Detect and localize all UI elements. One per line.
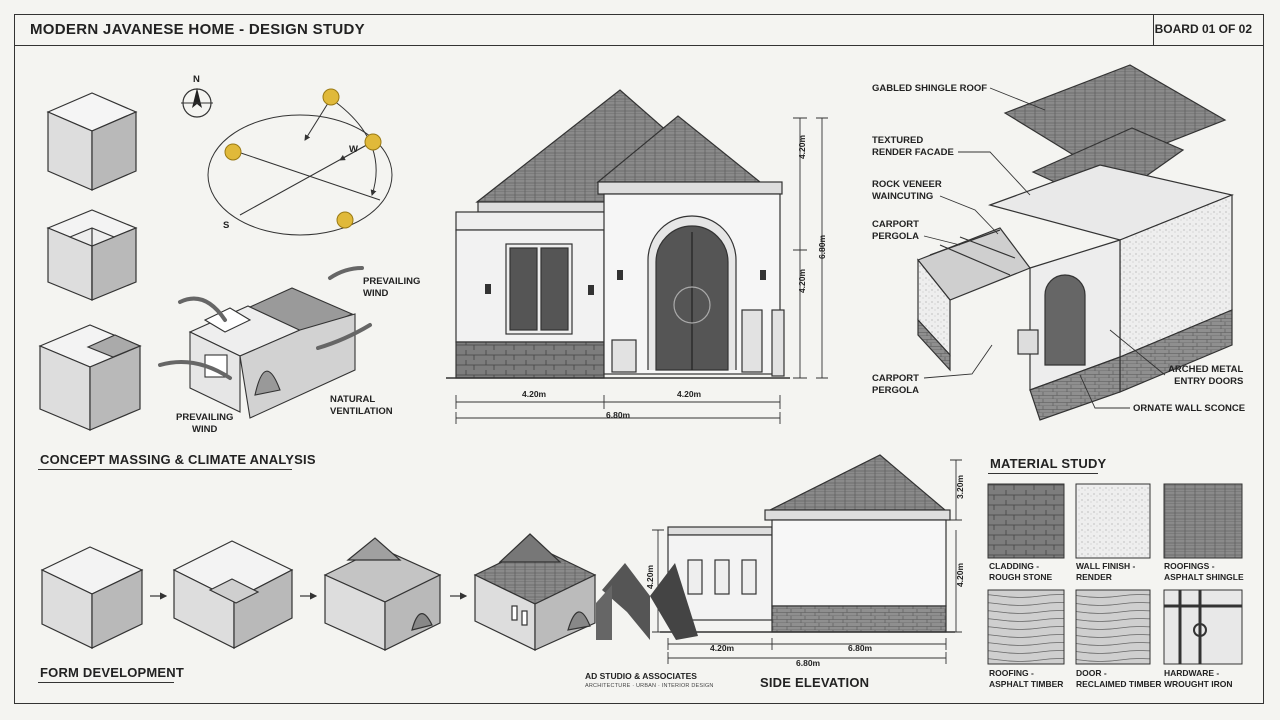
section-title-form: FORM DEVELOPMENT [40,665,185,680]
material-swatches [987,483,1243,665]
studio-tagline: ARCHITECTURE · URBAN · INTERIOR DESIGN [585,683,714,689]
section-underline-form [38,682,174,683]
front-dim-total: 6.80m [606,410,631,420]
material-label-render: WALL FINISH - RENDER [1076,561,1136,582]
label-rock-veneer: ROCK VENEER WAINCUTING [872,179,942,202]
form-step-3 [323,537,442,651]
label-roof: GABLED SHINGLE ROOF [872,83,988,94]
front-elevation [446,89,790,379]
label-wall-sconce: ORNATE WALL SCONCE [1133,403,1246,414]
section-title-side: SIDE ELEVATION [760,675,870,690]
header-divider [1153,14,1154,46]
sun-icon [224,88,382,229]
board-number: BOARD 01 OF 02 [1154,22,1252,36]
section-underline-material [988,473,1098,474]
front-dim-vertical-total: 6.80m [817,234,828,260]
label-entry-doors: ARCHED METAL ENTRY DOORS [1168,364,1244,387]
wall-sconce-icon [485,270,766,295]
material-label-shingle: ROOFINGS - ASPHALT SHINGLE [1164,561,1244,582]
label-carport-bottom: CARPORT PERGOLA [872,373,919,396]
material-label-stone: CLADDING - ROUGH STONE [989,561,1053,582]
side-dimension-lines [652,459,962,664]
front-dim-vertical-lower: 4.20m [797,268,808,294]
form-step-1 [40,546,144,649]
header-bar [14,14,1264,46]
label-carport-top: CARPORT PERGOLA [872,219,919,242]
front-dim-left: 4.20m [522,389,547,399]
side-dim-right: 6.80m [848,643,873,653]
front-dim-vertical-upper: 4.20m [797,134,808,160]
axon-leader-lines [923,87,1166,409]
form-step-4 [473,533,597,651]
front-dim-right: 4.20m [677,389,702,399]
massing-cube-1 [46,92,138,191]
massing-cube-2 [46,209,138,301]
compass-north: N [193,74,200,85]
axonometric-view [917,64,1235,421]
studio-logo-icon [596,563,698,640]
sun-path-diagram [207,97,393,236]
wind-label-top: PREVAILING WIND [363,276,421,299]
ventilation-label: NATURAL VENTILATION [330,394,393,417]
section-title-material: MATERIAL STUDY [990,456,1107,471]
section-title-concept: CONCEPT MASSING & CLIMATE ANALYSIS [40,452,316,467]
material-label-door: DOOR - RECLAIMED TIMBER [1076,668,1162,689]
massing-cube-3 [38,324,142,431]
climate-house-model [188,287,356,419]
board-frame [14,14,1264,704]
wind-label-bottom: PREVAILING WIND [176,412,234,435]
wind-arrow-icon [158,266,372,380]
front-dimension-lines [455,117,828,424]
compass-south: S [223,220,230,231]
side-dim-vertical-top: 3.20m [955,474,966,500]
side-dim-vertical-right: 4.20m [955,562,966,588]
page-title: MODERN JAVANESE HOME - DESIGN STUDY [30,21,365,38]
compass-icon [181,88,213,118]
side-elevation [660,454,955,633]
material-label-hardware: HARDWARE - WROUGHT IRON [1164,668,1233,689]
section-underline-concept [38,469,292,470]
side-dim-vertical-left: 4.20m [645,564,656,590]
studio-name: AD STUDIO & ASSOCIATES [585,671,697,681]
material-label-timber: ROOFING - ASPHALT TIMBER [989,668,1064,689]
side-dim-total: 6.80m [796,658,821,668]
compass-west: W [349,144,358,155]
label-facade: TEXTURED RENDER FACADE [872,135,954,158]
form-step-2 [172,540,294,649]
side-dim-left: 4.20m [710,643,735,653]
